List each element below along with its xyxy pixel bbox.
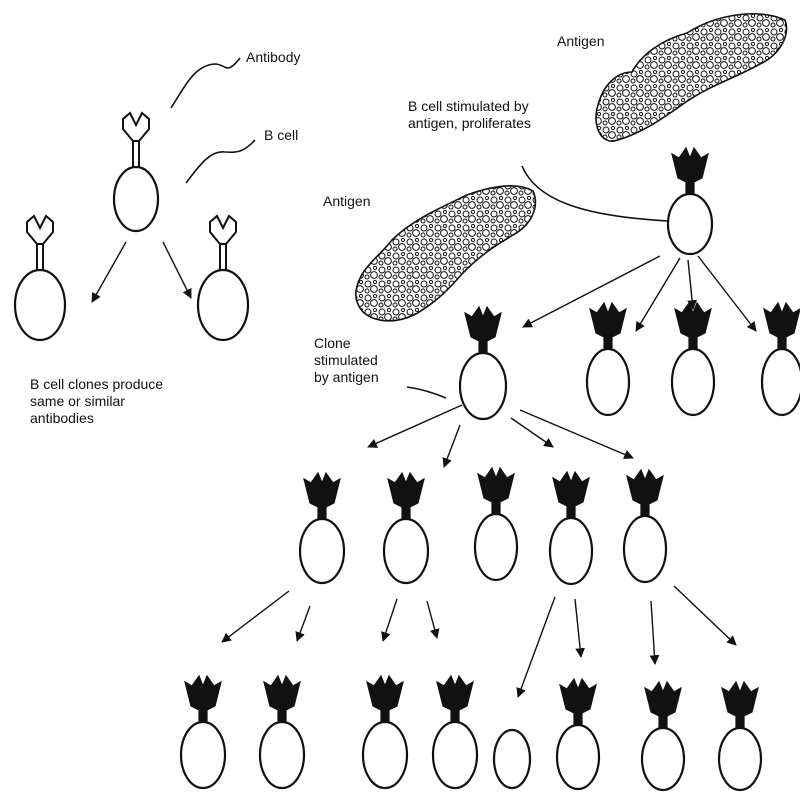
lineage-arrow bbox=[520, 410, 633, 458]
clone-stimulated-leader-line bbox=[407, 387, 446, 398]
lineage-arrow bbox=[368, 405, 462, 447]
b-cell-leader-line bbox=[186, 140, 255, 183]
gen3-cell-2 bbox=[260, 676, 304, 788]
clone-stimulated-cell bbox=[460, 307, 506, 419]
b-cell-parent bbox=[114, 113, 158, 231]
arrows-group bbox=[92, 242, 756, 697]
antigen-middle-label: Antigen bbox=[323, 193, 370, 210]
antigen-top-label: Antigen bbox=[557, 33, 604, 50]
lineage-arrow bbox=[688, 260, 693, 309]
lineage-arrow bbox=[444, 425, 460, 467]
lineage-arrow bbox=[511, 418, 553, 447]
gen2-cell-3 bbox=[475, 468, 517, 580]
lineage-arrow bbox=[297, 606, 310, 641]
lineage-arrow bbox=[383, 599, 397, 641]
lineage-arrow bbox=[92, 242, 126, 302]
proliferated-cell-2 bbox=[672, 303, 714, 415]
gen3-cell-3 bbox=[363, 676, 407, 788]
lineage-arrow bbox=[163, 242, 191, 298]
stimulated-proliferates-label: B cell stimulated by antigen, proliferat… bbox=[408, 98, 531, 132]
b-cell-label: B cell bbox=[264, 127, 298, 144]
stimulated-b-cell bbox=[668, 148, 712, 254]
lineage-arrow bbox=[636, 258, 680, 331]
cells-group bbox=[15, 113, 800, 790]
gen3-cell-5-no-receptor bbox=[494, 730, 530, 788]
lineage-arrow bbox=[674, 586, 736, 645]
gen3-cell-4 bbox=[433, 676, 477, 788]
gen3-cell-6 bbox=[557, 679, 599, 789]
gen3-cell-1 bbox=[181, 676, 225, 788]
antigens-group bbox=[356, 14, 787, 321]
lineage-arrow bbox=[651, 601, 655, 664]
lineage-arrow bbox=[575, 599, 581, 657]
antibody-leader-line bbox=[171, 58, 240, 108]
proliferated-cell-1 bbox=[587, 303, 629, 415]
gen2-cell-2 bbox=[384, 473, 428, 583]
antigen-top-mass bbox=[596, 14, 786, 141]
antibody-label: Antibody bbox=[246, 49, 300, 66]
clone-stimulated-label: Clone stimulated by antigen bbox=[314, 335, 379, 386]
b-cell-clone-right bbox=[198, 216, 248, 340]
clones-produce-label: B cell clones produce same or similar an… bbox=[30, 376, 163, 427]
stimulated-leader-line bbox=[522, 166, 668, 221]
gen3-cell-7 bbox=[642, 682, 684, 790]
gen2-cell-5 bbox=[624, 470, 666, 582]
gen3-cell-8 bbox=[719, 682, 761, 790]
lineage-arrow bbox=[222, 591, 289, 642]
antigen-middle-mass bbox=[356, 186, 536, 321]
lineage-arrow bbox=[518, 597, 555, 697]
gen2-cell-4 bbox=[550, 472, 592, 584]
lineage-arrow bbox=[427, 601, 437, 638]
proliferated-cell-3 bbox=[762, 303, 800, 415]
b-cell-clone-left bbox=[15, 216, 65, 340]
gen2-cell-1 bbox=[300, 473, 344, 583]
